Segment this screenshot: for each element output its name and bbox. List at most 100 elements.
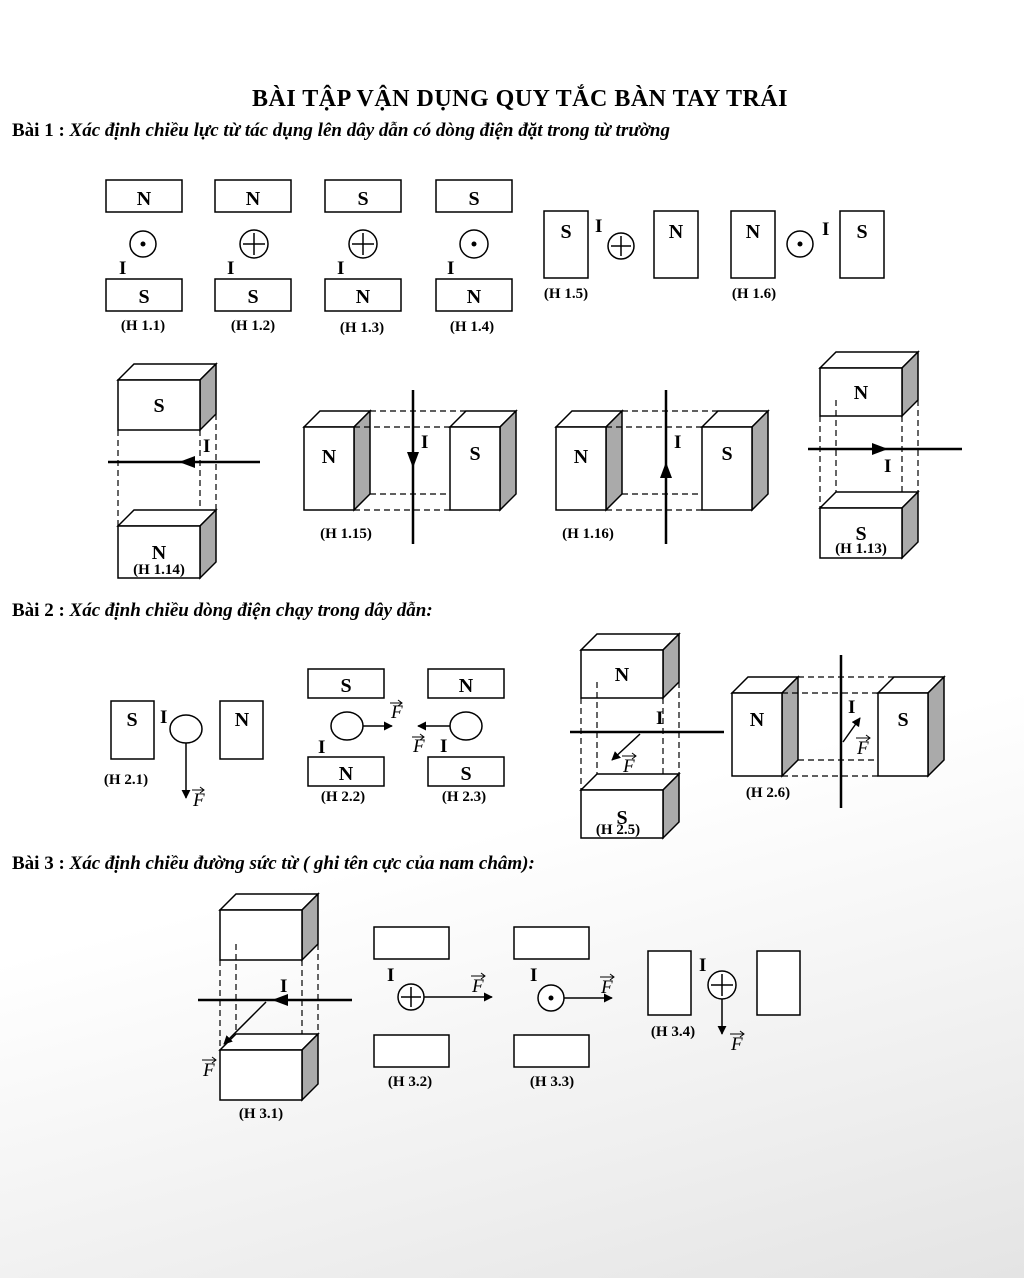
figure-h3-3: I F (H 3.3) <box>513 926 615 1090</box>
exercise-3-prompt: Xác định chiều đường sức từ ( ghi tên cự… <box>69 853 535 874</box>
pole-label: S <box>247 286 258 308</box>
pole-label: N <box>246 188 261 210</box>
figure-h3-2: I F (H 3.2) <box>373 926 493 1090</box>
figure-h1-6: N I S (H 1.6) <box>730 210 885 302</box>
figure-caption: (H 2.6) <box>746 785 790 801</box>
exercise-1-label: Bài 1 : <box>12 120 65 141</box>
unlabeled-magnet <box>647 950 692 1016</box>
figure-caption: (H 2.2) <box>321 789 365 805</box>
pole-label: S <box>897 709 908 731</box>
pole-label: S <box>721 443 732 465</box>
figure-caption: (H 1.6) <box>732 286 776 302</box>
current-label: I <box>530 965 537 986</box>
current-label: I <box>447 258 454 279</box>
force-label: F <box>412 736 425 757</box>
figure-h1-3: S I N (H 1.3) <box>324 179 402 336</box>
current-label: I <box>280 976 287 997</box>
current-label: I <box>160 707 167 728</box>
figure-caption: (H 2.5) <box>596 822 640 838</box>
pole-label: S <box>616 807 627 829</box>
figure-h2-2: S F I N (H 2.2) <box>307 668 403 805</box>
force-label: F <box>856 738 869 759</box>
figure-caption: (H 3.1) <box>239 1106 283 1122</box>
pole-label: S <box>469 443 480 465</box>
figure-h3-4: I F (H 3.4) <box>647 950 801 1055</box>
pole-label: N <box>459 675 474 697</box>
figure-caption: (H 3.4) <box>651 1024 695 1040</box>
pole-label: N <box>669 221 684 243</box>
force-label: F <box>622 756 635 777</box>
force-arrow <box>223 1001 267 1045</box>
pole-label: S <box>340 675 351 697</box>
figure-h1-1: N I S (H 1.1) <box>105 179 183 334</box>
exercise-1-prompt: Xác định chiều lực từ tác dụng lên dây d… <box>69 120 670 141</box>
worksheet-title: BÀI TẬP VẬN DỤNG QUY TẮC BÀN TAY TRÁI <box>252 86 788 112</box>
pole-label: S <box>357 188 368 210</box>
figure-caption: (H 1.13) <box>835 541 887 557</box>
force-label: F <box>192 790 205 811</box>
figure-h1-15: N S I (H 1.15) <box>302 390 518 544</box>
unlabeled-magnet <box>513 926 590 960</box>
pole-label: N <box>750 709 765 731</box>
current-label: I <box>674 432 681 453</box>
pole-label: S <box>560 221 571 243</box>
figure-h1-13: N S I (H 1.13) <box>808 350 962 560</box>
conductor-icon <box>169 714 203 744</box>
pole-label: N <box>235 709 250 731</box>
figure-caption: (H 1.3) <box>340 320 384 336</box>
pole-label: N <box>467 286 482 308</box>
figure-h1-16: N S I (H 1.16) <box>554 390 770 544</box>
pole-label: N <box>356 286 371 308</box>
current-label: I <box>227 258 234 279</box>
current-label: I <box>884 456 891 477</box>
current-label: I <box>203 436 210 457</box>
figure-caption: (H 3.2) <box>388 1074 432 1090</box>
current-label: I <box>337 258 344 279</box>
current-label: I <box>656 708 663 729</box>
figure-h2-6: N S I F (H 2.6) <box>730 655 946 808</box>
pole-label: S <box>460 763 471 785</box>
unlabeled-magnet <box>756 950 801 1016</box>
force-label: F <box>730 1034 743 1055</box>
pole-label: N <box>574 446 589 468</box>
figure-caption: (H 1.16) <box>562 526 614 542</box>
figure-caption: (H 1.4) <box>450 319 494 335</box>
exercise-2-heading: Bài 2 : Xác định chiều dòng điện chạy tr… <box>12 600 433 622</box>
figure-caption: (H 1.1) <box>121 318 165 334</box>
figure-h1-5: S I N (H 1.5) <box>543 210 699 302</box>
pole-label: N <box>746 221 761 243</box>
pole-label: N <box>322 446 337 468</box>
exercise-1-heading: Bài 1 : Xác định chiều lực từ tác dụng l… <box>12 120 670 142</box>
pole-label: N <box>854 382 869 404</box>
pole-label: S <box>153 395 164 417</box>
pole-label: S <box>855 523 866 545</box>
figure-h2-5: N S I F (H 2.5) <box>570 632 724 840</box>
figure-caption: (H 1.14) <box>133 562 185 578</box>
current-label: I <box>318 737 325 758</box>
unlabeled-magnet <box>513 1034 590 1068</box>
figure-h3-1: I F (H 3.1) <box>198 892 352 1122</box>
figure-caption: (H 2.3) <box>442 789 486 805</box>
unlabeled-magnet <box>373 1034 450 1068</box>
current-label: I <box>848 697 855 718</box>
current-label: I <box>822 219 829 240</box>
pole-label: N <box>615 664 630 686</box>
current-label: I <box>440 736 447 757</box>
unlabeled-magnet <box>373 926 450 960</box>
figure-caption: (H 3.3) <box>530 1074 574 1090</box>
conductor-icon <box>330 711 364 741</box>
pole-label: S <box>856 221 867 243</box>
current-label: I <box>595 216 602 237</box>
figure-caption: (H 1.15) <box>320 526 372 542</box>
figure-h1-2: N I S (H 1.2) <box>214 179 292 334</box>
figure-caption: (H 2.1) <box>104 772 148 788</box>
force-label: F <box>471 976 484 997</box>
current-label: I <box>119 258 126 279</box>
current-label: I <box>421 432 428 453</box>
pole-label: N <box>339 763 354 785</box>
figure-caption: (H 1.2) <box>231 318 275 334</box>
force-label: F <box>390 702 403 723</box>
pole-label: S <box>138 286 149 308</box>
